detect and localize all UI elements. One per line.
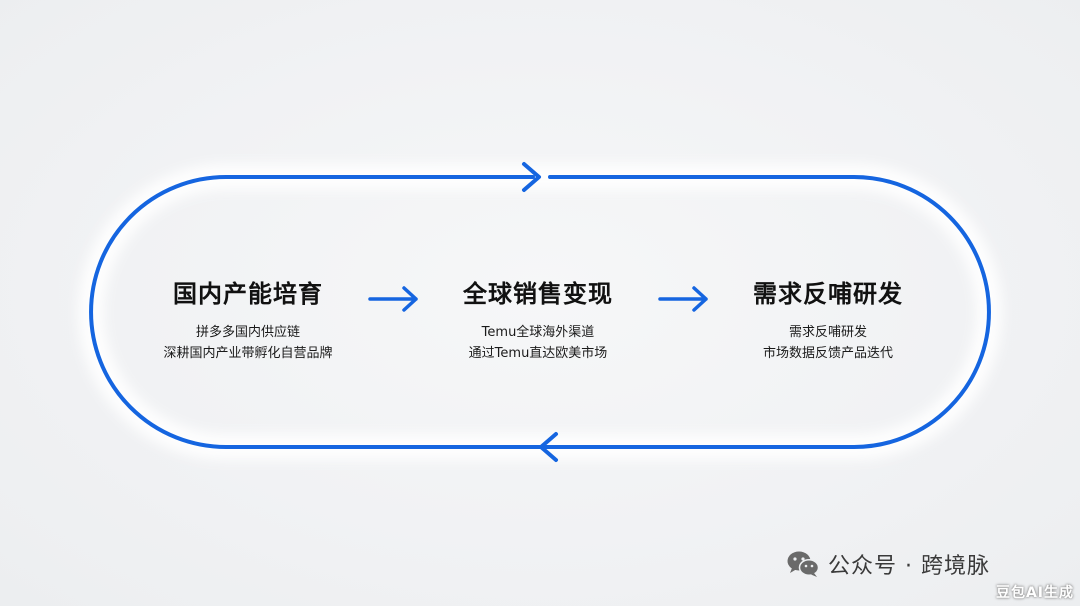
loop-arrowhead-top	[522, 162, 541, 192]
stage-title: 国内产能培育	[173, 280, 323, 308]
stage-line: 拼多多国内供应链	[195, 325, 300, 340]
watermark-text: 公众号 · 跨境脉	[828, 554, 990, 579]
stage-line: 通过Temu直达欧美市场	[468, 346, 608, 361]
wechat-icon	[787, 551, 820, 577]
ai-generated-mark: 豆包AI生成	[995, 585, 1074, 601]
stage-domestic: 国内产能培育 拼多多国内供应链 深耕国内产业带孵化自营品牌	[128, 278, 368, 364]
stage-feedback: 需求反哺研发 需求反哺研发 市场数据反馈产品迭代	[708, 278, 948, 364]
loop-arrowhead-bottom	[539, 432, 558, 462]
arrow-right-icon	[658, 286, 708, 312]
stage-title: 需求反哺研发	[753, 280, 903, 308]
watermark: 公众号 · 跨境脉	[786, 548, 990, 580]
stage-line: Temu全球海外渠道	[481, 325, 595, 340]
stage-global: 全球销售变现 Temu全球海外渠道 通过Temu直达欧美市场	[418, 278, 658, 364]
stage-line: 深耕国内产业带孵化自营品牌	[163, 346, 333, 361]
arrow-right-icon	[368, 286, 418, 312]
stage-line: 需求反哺研发	[788, 325, 867, 340]
stage-title: 全球销售变现	[463, 280, 613, 308]
stage-line: 市场数据反馈产品迭代	[762, 346, 893, 361]
